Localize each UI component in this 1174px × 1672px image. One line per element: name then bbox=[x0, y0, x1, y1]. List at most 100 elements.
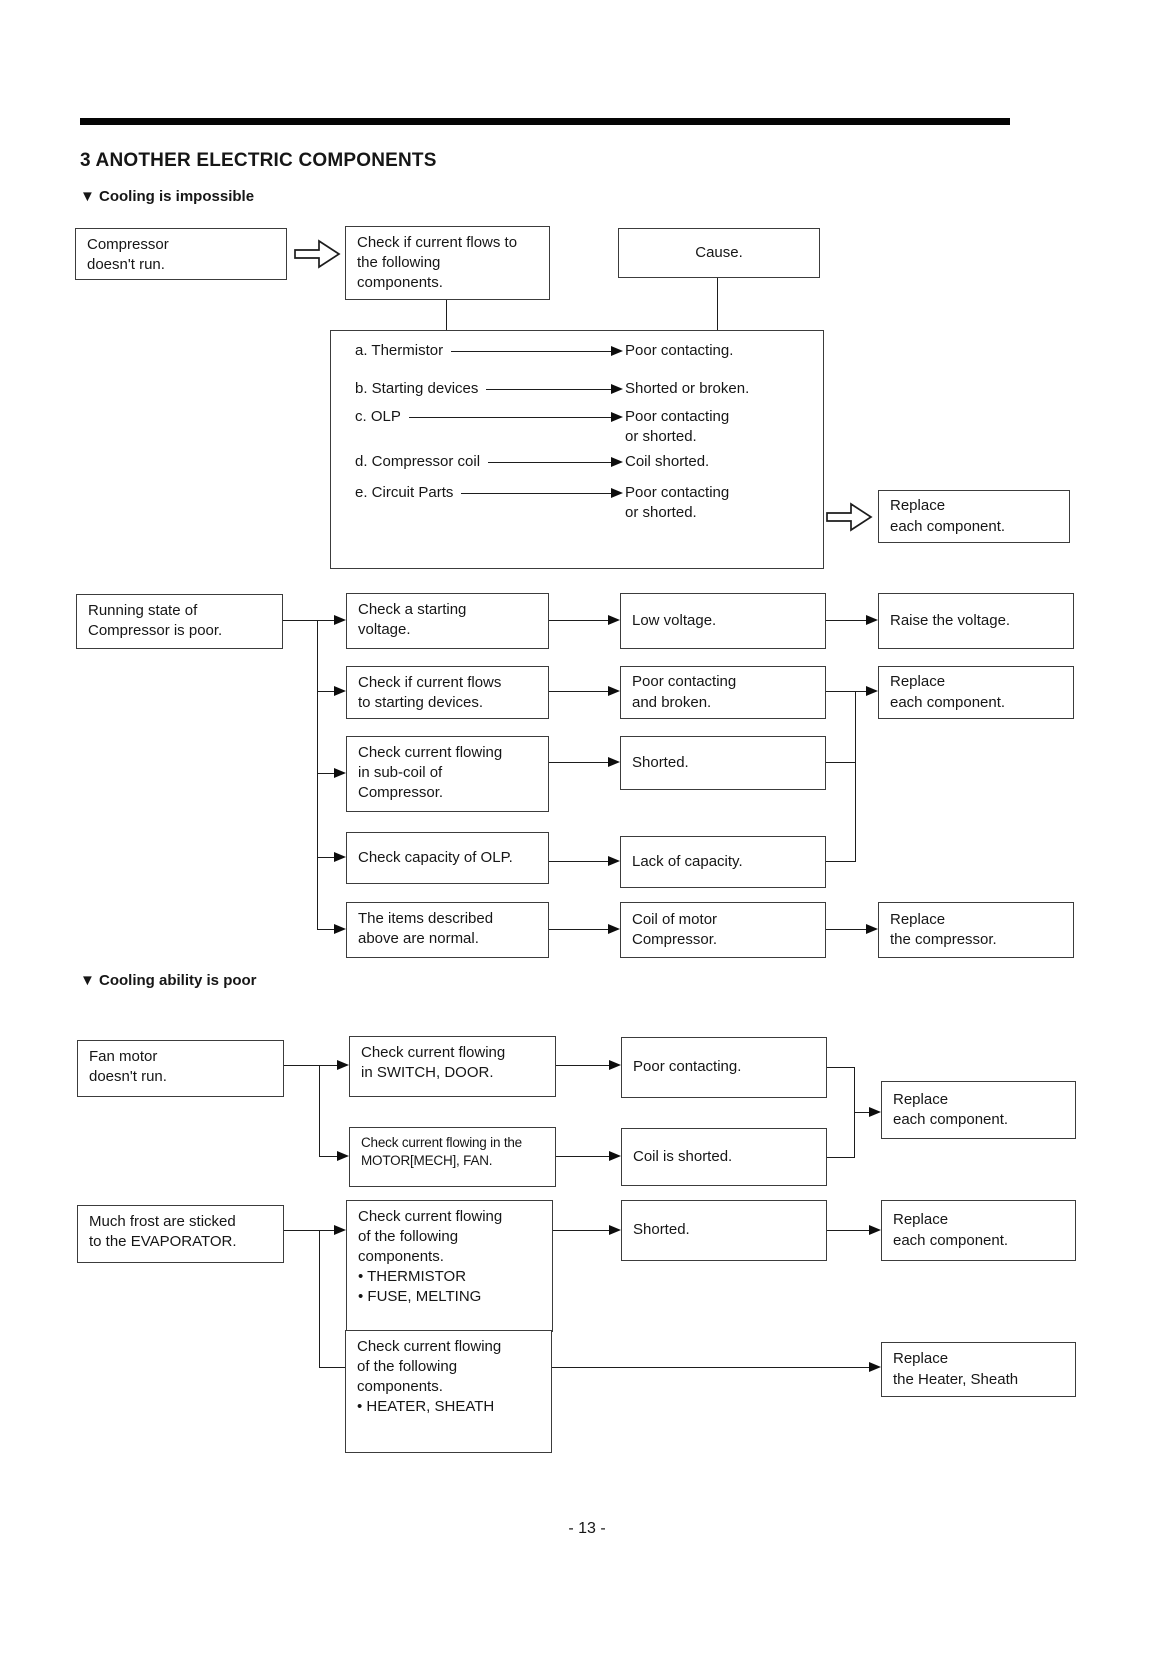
node-coil-is-shorted: Coil is shorted. bbox=[621, 1128, 827, 1186]
page-title: 3 ANOTHER ELECTRIC COMPONENTS bbox=[80, 150, 437, 171]
connector-line bbox=[549, 691, 609, 692]
checklist-row: c. OLP Poor contacting or shorted. bbox=[355, 407, 813, 446]
checklist-label: e. Circuit Parts bbox=[355, 484, 454, 501]
connector-line bbox=[446, 300, 447, 330]
arrowhead-icon bbox=[334, 615, 346, 625]
checklist-cause: Poor contacting or shorted. bbox=[625, 484, 730, 521]
connector-line bbox=[826, 620, 866, 621]
connector-line bbox=[283, 620, 335, 621]
node-replace-each-component: Replace each component. bbox=[881, 1200, 1076, 1261]
arrowhead-icon bbox=[334, 852, 346, 862]
checklist-row: e. Circuit Parts Poor contacting or shor… bbox=[355, 483, 813, 522]
arrowhead-icon bbox=[334, 924, 346, 934]
node-check-switch-door: Check current flowing in SWITCH, DOOR. bbox=[349, 1036, 556, 1097]
node-replace-heater-sheath: Replace the Heater, Sheath bbox=[881, 1342, 1076, 1397]
connector-line bbox=[319, 1156, 338, 1157]
node-compressor-doesnt-run: Compressor doesn't run. bbox=[75, 228, 287, 280]
connector-line bbox=[827, 1230, 869, 1231]
arrowhead-icon bbox=[334, 768, 346, 778]
connector-line bbox=[284, 1065, 338, 1066]
connector-line bbox=[317, 773, 335, 774]
arrowhead-icon bbox=[611, 487, 623, 498]
connector-line bbox=[451, 351, 611, 352]
node-poor-contacting: Poor contacting. bbox=[621, 1037, 827, 1098]
node-items-normal: The items described above are normal. bbox=[346, 902, 549, 958]
page-number: - 13 - bbox=[568, 1520, 606, 1537]
arrowhead-icon bbox=[608, 924, 620, 934]
checklist-label: b. Starting devices bbox=[355, 380, 479, 397]
connector-line bbox=[317, 691, 335, 692]
checklist-cause: Shorted or broken. bbox=[625, 380, 750, 397]
arrowhead-icon bbox=[869, 1225, 881, 1235]
node-running-state-poor: Running state of Compressor is poor. bbox=[76, 594, 283, 649]
connector-line bbox=[549, 861, 609, 862]
connector-line bbox=[556, 1065, 609, 1066]
arrowhead-icon bbox=[866, 924, 878, 934]
arrowhead-icon bbox=[611, 383, 623, 394]
node-shorted: Shorted. bbox=[620, 736, 826, 790]
connector-line bbox=[717, 278, 718, 330]
node-fan-motor-doesnt-run: Fan motor doesn't run. bbox=[77, 1040, 284, 1097]
connector-line bbox=[826, 929, 866, 930]
connector-line bbox=[549, 762, 609, 763]
connector-line bbox=[319, 1367, 345, 1368]
node-check-heater-sheath: Check current flowing of the following c… bbox=[345, 1330, 552, 1453]
checklist-cause: Poor contacting or shorted. bbox=[625, 408, 730, 445]
node-component-checklist: a. Thermistor Poor contacting. b. Starti… bbox=[330, 330, 824, 569]
node-replace-the-compressor: Replace the compressor. bbox=[878, 902, 1074, 958]
block-arrow-icon bbox=[826, 502, 873, 532]
header-rule bbox=[80, 118, 1010, 125]
connector-line bbox=[854, 1112, 869, 1113]
section-heading-cooling-ability-poor: ▼ Cooling ability is poor bbox=[80, 972, 257, 989]
connector-line bbox=[284, 1230, 334, 1231]
node-check-current-starting-devices: Check if current flows to starting devic… bbox=[346, 666, 549, 719]
arrowhead-icon bbox=[337, 1151, 349, 1161]
node-replace-each-component: Replace each component. bbox=[881, 1081, 1076, 1139]
arrowhead-icon bbox=[866, 686, 878, 696]
checklist-label: a. Thermistor bbox=[355, 342, 444, 359]
node-replace-each-component: Replace each component. bbox=[878, 666, 1074, 719]
checklist-row: b. Starting devices Shorted or broken. bbox=[355, 379, 813, 399]
connector-line bbox=[827, 1157, 855, 1158]
arrowhead-icon bbox=[611, 345, 623, 356]
connector-line bbox=[826, 762, 856, 763]
connector-line bbox=[319, 1065, 320, 1157]
connector-line bbox=[826, 691, 866, 692]
checklist-cause: Poor contacting. bbox=[625, 342, 734, 359]
node-check-motor-fan: Check current flowing in the MOTOR[MECH]… bbox=[349, 1127, 556, 1187]
arrowhead-icon bbox=[608, 615, 620, 625]
connector-line bbox=[319, 1230, 320, 1368]
connector-line bbox=[553, 1230, 609, 1231]
node-check-olp-capacity: Check capacity of OLP. bbox=[346, 832, 549, 884]
connector-line bbox=[827, 1067, 855, 1068]
node-frost-on-evaporator: Much frost are sticked to the EVAPORATOR… bbox=[77, 1205, 284, 1263]
checklist-label: c. OLP bbox=[355, 408, 401, 425]
connector-line bbox=[854, 691, 856, 862]
arrowhead-icon bbox=[866, 615, 878, 625]
connector-line bbox=[408, 417, 611, 418]
node-poor-contacting-broken: Poor contacting and broken. bbox=[620, 666, 826, 719]
node-cause-label: Cause. bbox=[618, 228, 820, 278]
arrowhead-icon bbox=[609, 1151, 621, 1161]
node-check-thermistor-fuse: Check current flowing of the following c… bbox=[346, 1200, 553, 1332]
connector-line bbox=[317, 857, 335, 858]
node-lack-of-capacity: Lack of capacity. bbox=[620, 836, 826, 888]
connector-line bbox=[461, 493, 611, 494]
connector-line bbox=[552, 1367, 869, 1368]
arrowhead-icon bbox=[608, 686, 620, 696]
arrowhead-icon bbox=[611, 411, 623, 422]
arrowhead-icon bbox=[869, 1362, 881, 1372]
arrowhead-icon bbox=[334, 1225, 346, 1235]
arrowhead-icon bbox=[611, 456, 623, 467]
checklist-label: d. Compressor coil bbox=[355, 453, 481, 470]
checklist-row: d. Compressor coil Coil shorted. bbox=[355, 452, 813, 472]
connector-line bbox=[486, 389, 611, 390]
node-check-subcoil-current: Check current flowing in sub-coil of Com… bbox=[346, 736, 549, 812]
node-shorted: Shorted. bbox=[621, 1200, 827, 1261]
arrowhead-icon bbox=[608, 757, 620, 767]
node-replace-each-component: Replace each component. bbox=[878, 490, 1070, 543]
connector-line bbox=[549, 929, 609, 930]
connector-line bbox=[317, 620, 318, 930]
connector-line bbox=[826, 861, 856, 862]
